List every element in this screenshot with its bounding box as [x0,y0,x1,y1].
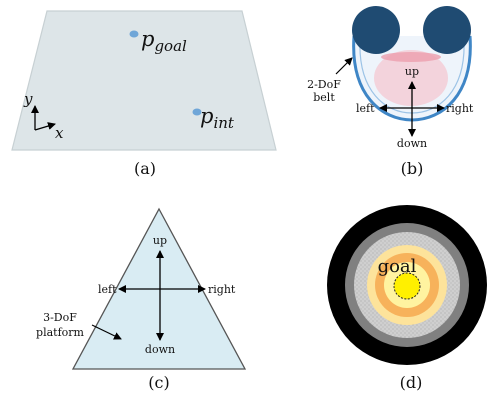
caption-b: (b) [401,159,424,178]
belt-pointer [335,57,353,75]
int-point-marker [192,108,202,116]
belt-label-2: belt [313,91,335,104]
panel-d: goal (d) [327,205,487,392]
belt-label-1: 2-DoF [307,78,341,91]
platform-label-2: platform [36,326,84,339]
int-point-label: pint [200,104,235,132]
label-right: right [446,102,474,115]
goal-point-marker [129,30,139,38]
panel-a: pgoal pint y x (a) [11,10,277,178]
caption-a: (a) [134,159,156,178]
contact-patch [374,50,448,106]
goal-center [393,272,421,300]
platform-pointer [91,324,122,340]
label-right-c: right [208,283,236,296]
caption-c: (c) [148,373,169,392]
x-axis-arrow [34,122,56,131]
label-up-c: up [153,234,167,247]
platform-label-1: 3-DoF [43,311,77,324]
label-down: down [397,137,427,150]
panel-c: up down left right 3-DoF platform (c) [36,207,247,392]
goal-point-label: pgoal [141,27,187,55]
left-wheel [352,6,400,54]
goal-label: goal [378,256,417,277]
label-left-c: left [98,283,117,296]
contact-patch-top [381,52,441,62]
right-wheel [423,6,471,54]
panel-b: up down left right 2-DoF belt (b) [307,6,474,178]
x-axis-label: x [55,124,64,142]
caption-d: (d) [400,373,423,392]
ground-plane [11,10,277,151]
y-axis-label: y [23,90,33,108]
label-left: left [356,102,375,115]
label-up: up [405,65,419,78]
label-down-c: down [145,343,175,356]
